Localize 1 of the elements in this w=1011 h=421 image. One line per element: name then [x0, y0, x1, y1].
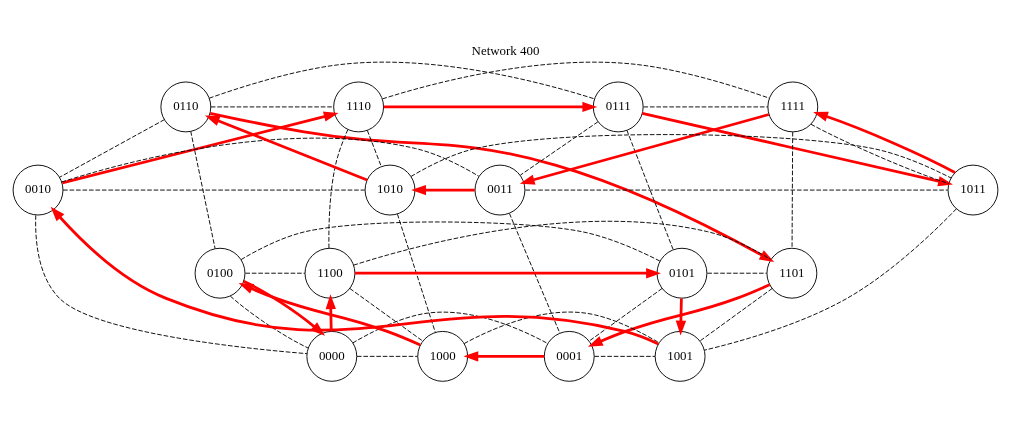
diagram-title: Network 400 [471, 42, 540, 58]
